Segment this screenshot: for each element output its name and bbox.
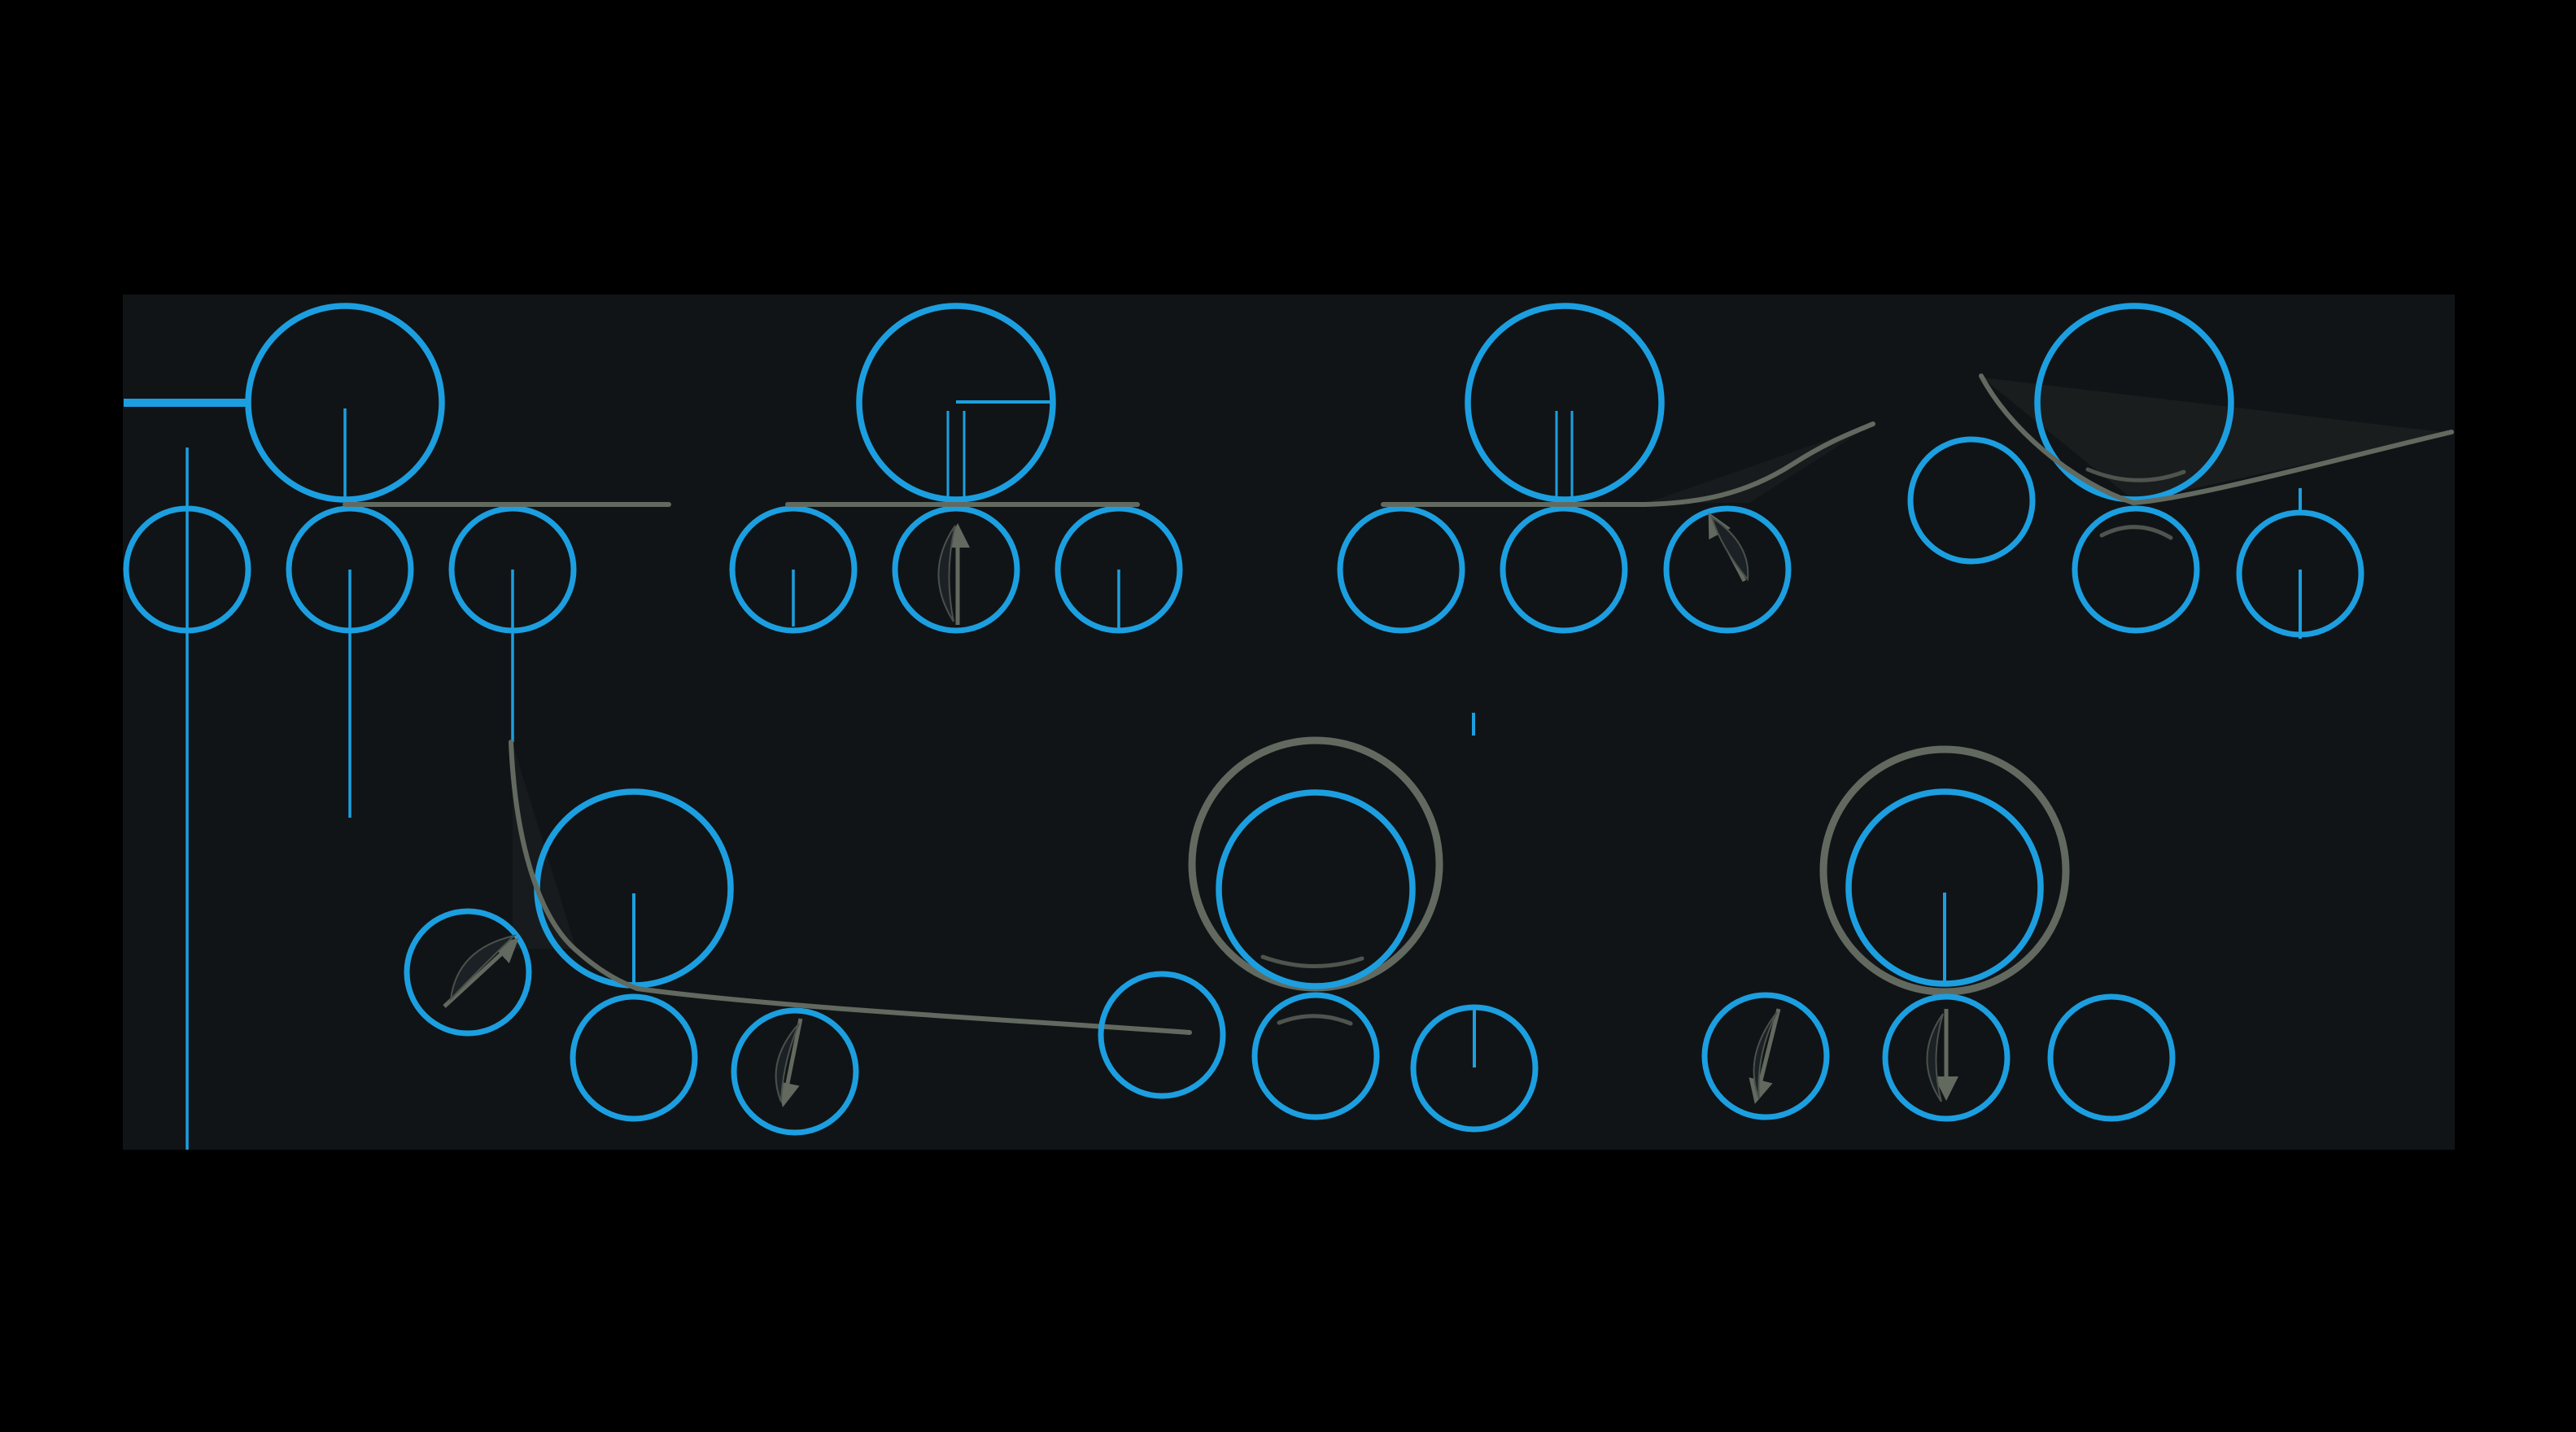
g5-side-roll-left: [404, 908, 532, 1037]
group-1-flat-pinch-rolls: [123, 303, 671, 1150]
shade-wedge-g3: [1647, 425, 1871, 503]
g3-bottom-roll-right: [1663, 505, 1792, 634]
g6-side-roll-right: [1410, 1004, 1539, 1133]
g4-bottom-roll-mid: [2072, 505, 2200, 634]
g7-bottom-roll-right: [2047, 993, 2176, 1122]
group-2-pinch-rolls-lift-arrow: [729, 303, 1183, 634]
g6-bottom-roll-rotation-arc: [1277, 1014, 1353, 1026]
g5-right-wedge-leaf: [775, 1023, 800, 1102]
g7-bottom-roll-left: [1701, 992, 1830, 1120]
g7-left-wedge-leaf: [1753, 1011, 1778, 1099]
g7-top-roll-circle: [1845, 788, 2044, 987]
g6-bottom-roll-mid: [1251, 992, 1380, 1120]
g6-top-roll-rotation-arc: [1260, 954, 1364, 968]
g4-bottom-roll-rotation-arc: [2099, 525, 2173, 540]
g5-right-adjust-arrow: [775, 1018, 803, 1107]
g5-sheet-line: [509, 740, 1192, 1035]
g3-bottom-roll-left: [1337, 505, 1465, 634]
g5-side-roll-right: [731, 1007, 859, 1136]
g4-top-roll-circle: [2034, 303, 2234, 503]
g6-side-roll-left: [1098, 971, 1226, 1099]
g4-side-roll-left: [1907, 436, 2036, 565]
shade-wedge-g4: [1982, 378, 2449, 501]
g5-left-wedge-leaf: [449, 934, 517, 1002]
group-7-tube-with-release-arrows: [1701, 745, 2176, 1122]
g3-sheet-line: [1381, 421, 1875, 507]
group-4-four-roll-bender: [1907, 303, 2454, 639]
g3-top-roll-circle: [1465, 303, 1665, 503]
g4-top-roll-rotation-arc: [2085, 467, 2186, 482]
g7-left-drop-arrow: [1749, 1008, 1781, 1104]
g2-bottom-roll-right: [1054, 505, 1183, 634]
g3-bottom-roll-mid: [1500, 505, 1628, 634]
g4-sheet-line: [1979, 373, 2454, 506]
g2-bottom-roll-mid: [892, 505, 1020, 634]
g5-left-adjust-arrow: [443, 937, 519, 1008]
g2-bottom-roll-left: [729, 505, 858, 634]
g7-formed-tube-circle: [1819, 745, 2070, 996]
g7-mid-wedge-leaf: [1926, 1013, 1944, 1102]
group-3-prebend-curve-up: [1337, 303, 1875, 634]
g2-lift-wedge-leaf: [937, 525, 956, 622]
g6-top-roll-circle: [1216, 789, 1416, 989]
group-6-tube-around-top-roll: [1098, 713, 1539, 1133]
g5-bottom-roll-mid: [570, 993, 698, 1122]
g3-adjust-wedge-leaf: [1710, 515, 1749, 582]
g7-bottom-roll-mid: [1882, 993, 2011, 1122]
group-5-initial-pinch-bend-down: [404, 740, 1192, 1136]
